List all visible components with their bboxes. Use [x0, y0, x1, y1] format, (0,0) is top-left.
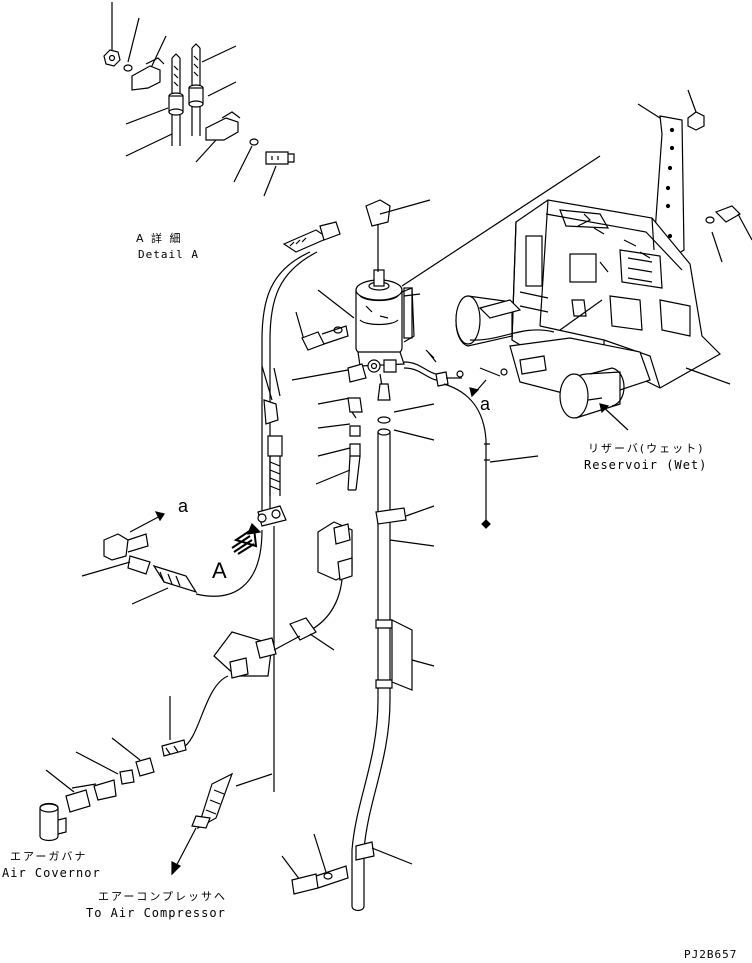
air-dryer	[295, 155, 601, 491]
governor-label-jp: エアーガバナ	[10, 850, 88, 863]
connection-mark-a-right: a	[480, 394, 491, 414]
detail-a-label-en: Detail A	[138, 248, 199, 261]
drawing-code: PJ2B657	[684, 948, 738, 961]
hose-clamps	[39, 521, 353, 876]
view-marker-a: A	[212, 558, 227, 583]
governor-label-en: Air Covernor	[2, 866, 101, 880]
main-drain-pipe	[281, 383, 435, 912]
compressor-label-jp: エアーコンプレッサへ	[98, 890, 228, 903]
drain-line	[443, 367, 539, 529]
detail-a-label-jp: A 詳 細	[136, 232, 183, 245]
reservoir-label-jp: リザーバ(ウェット)	[588, 442, 705, 455]
reservoir-frame	[455, 89, 752, 431]
compressor-label-en: To Air Compressor	[86, 906, 226, 920]
connection-mark-a-left: a	[178, 496, 189, 516]
left-air-line	[81, 199, 431, 792]
detail-a-assembly	[103, 2, 295, 197]
reservoir-label-en: Reservoir (Wet)	[584, 458, 708, 472]
